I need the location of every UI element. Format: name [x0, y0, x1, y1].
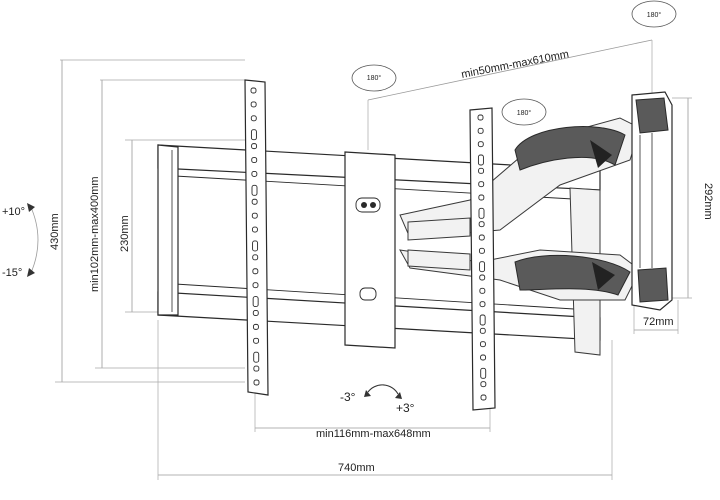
arm-extension-label: min50mm-max610mm: [460, 48, 570, 81]
right-vesa-hole: [478, 221, 485, 228]
vesa-height-max-label: 430mm: [49, 213, 61, 250]
left-vesa-hole: [253, 337, 260, 344]
left-vesa-hole: [251, 226, 258, 233]
left-vesa-hole: [250, 129, 257, 141]
right-vesa-hole: [478, 181, 485, 188]
articulating-arms: [399, 117, 641, 301]
left-vesa-hole: [252, 240, 259, 252]
level-arc: [364, 384, 402, 399]
right-vesa-hole: [478, 234, 485, 241]
right-vesa-hole: [478, 167, 485, 174]
level-right-label: +3°: [396, 401, 415, 415]
right-vesa-hole: [480, 381, 487, 388]
left-vesa-hole: [250, 101, 257, 108]
right-vesa-hole: [477, 127, 484, 134]
left-vesa-hole: [253, 365, 260, 372]
right-vesa-hole: [479, 287, 486, 294]
left-vesa-hole: [251, 198, 258, 205]
right-vesa-hole: [480, 354, 487, 361]
wall-plate-width-label: 72mm: [643, 316, 674, 328]
dimension-lines: [55, 39, 692, 480]
right-vesa-hole: [480, 367, 487, 379]
tilt-down-label: -15°: [2, 267, 22, 279]
wall-plate: [631, 91, 673, 311]
left-vesa-hole: [252, 268, 259, 275]
right-vesa-hole: [479, 314, 486, 326]
left-vesa-hole: [251, 170, 258, 177]
right-vesa-hole: [478, 194, 485, 201]
vesa-height-range-label: min102mm-max400mm: [89, 176, 101, 292]
right-vesa-strip: [469, 107, 496, 411]
left-vesa-hole: [252, 254, 259, 261]
right-vesa-hole: [479, 327, 486, 334]
inner-height-label: 230mm: [119, 215, 131, 252]
svg-text:180°: 180°: [517, 109, 532, 117]
left-vesa-hole: [252, 310, 259, 316]
svg-text:180°: 180°: [647, 11, 662, 19]
tilt-up-label: +10°: [2, 206, 25, 218]
svg-text:180°: 180°: [367, 74, 382, 82]
right-vesa-hole: [479, 261, 486, 273]
left-vesa-hole: [251, 143, 258, 150]
left-vesa-hole: [253, 379, 260, 386]
right-vesa-hole: [477, 154, 484, 166]
wall-plate-height-label: 292mm: [702, 183, 714, 220]
overall-width-label: 740mm: [338, 462, 375, 474]
vesa-width-range-label: min116mm-max648mm: [316, 428, 431, 440]
right-vesa-hole: [479, 301, 486, 308]
left-vesa-hole: [250, 115, 257, 122]
left-vesa-strip: [244, 79, 269, 396]
right-vesa-hole: [477, 141, 484, 148]
rotation-badge-1: 180°: [351, 64, 397, 92]
right-vesa-hole: [478, 247, 485, 254]
right-vesa-hole: [478, 207, 485, 219]
left-vesa-hole: [251, 157, 258, 163]
left-vesa-hole: [252, 323, 259, 330]
rotation-badge-3: 180°: [631, 0, 677, 28]
center-bracket: [344, 151, 396, 349]
tilt-arc: [27, 203, 39, 277]
left-vesa-hole: [250, 87, 257, 94]
level-left-label: -3°: [340, 390, 356, 404]
left-vesa-hole: [252, 296, 259, 308]
right-vesa-hole: [479, 341, 486, 348]
left-vesa-hole: [253, 351, 260, 363]
left-vesa-hole: [251, 212, 258, 219]
right-vesa-hole: [477, 114, 484, 121]
left-vesa-hole: [252, 282, 259, 289]
right-vesa-hole: [479, 274, 486, 281]
rotation-badge-2: 180°: [501, 98, 547, 126]
left-vesa-hole: [251, 184, 258, 196]
right-vesa-hole: [480, 394, 487, 401]
